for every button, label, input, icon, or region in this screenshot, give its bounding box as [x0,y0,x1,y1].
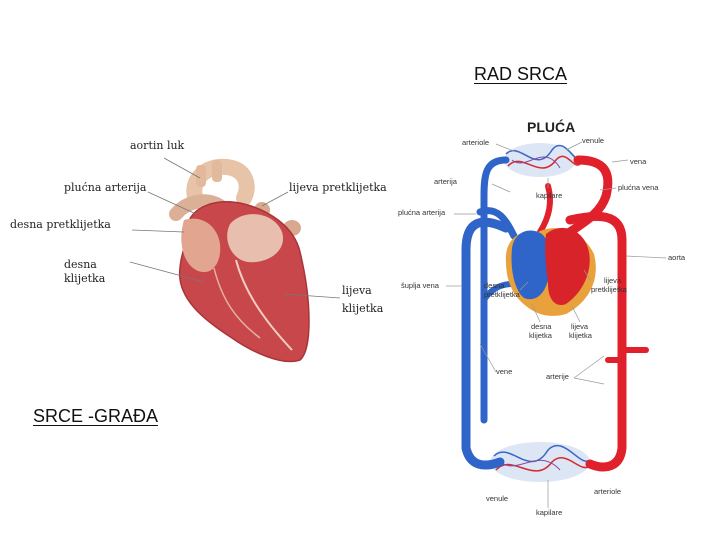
deoxygenated-vessels [461,156,518,470]
label-artery: arterija [434,177,457,186]
label-left-ventricle-line1: lijeva [342,284,372,297]
label-arteriole-top: arteriole [462,138,490,147]
label-arterioles-bottom: arteriole [594,487,622,496]
label-right-ventricle-circ-line1: desna [531,322,552,331]
label-left-ventricle-line2: klijetka [342,302,384,315]
coronary-vessel-2 [213,267,261,339]
label-aortic-arch: aortin luk [130,139,185,152]
label-left-atrium-circ-line2: pretklijetka [591,285,627,294]
label-venule-top: venule [582,136,605,145]
label-left-ventricle-circ-line2: klijetka [569,331,592,340]
label-left-ventricle-circ-line1: lijeva [571,322,589,331]
right-atrium-shape [181,218,221,273]
label-capillaries-bottom: kapilare [536,508,563,517]
circulation-title: RAD SRCA [474,64,568,84]
heart-structure-title: SRCE -GRAĐA [33,406,159,426]
label-veins: vene [496,367,513,376]
label-right-ventricle-line1: desna [64,258,97,271]
label-left-atrium: lijeva pretklijetka [289,181,387,194]
label-lungs: PLUĆA [527,119,576,135]
label-right-atrium-circ-line2: pretklijetka [484,290,520,299]
label-vein: vena [630,157,647,166]
label-aorta: aorta [668,253,686,262]
label-left-atrium-circ-line1: lijeva [604,276,622,285]
label-arteries: arterije [546,372,569,381]
label-capillaries-top: kapilare [536,191,563,200]
branch-vessel-1 [196,165,206,187]
left-atrium-shape [227,214,284,263]
body-capillary-bed [490,442,591,482]
label-pulmonary-artery-circ: plućna arterija [398,208,446,217]
label-vena-cava: šuplja vena [401,281,439,290]
label-pulmonary-vein: plućna vena [618,183,659,192]
right-heart-chamber [511,230,551,300]
branch-vessel-2 [212,160,222,182]
oxygenated-vessels [537,155,649,472]
lung-capillary-bed [504,143,581,177]
coronary-vessel [235,259,293,351]
label-right-ventricle-line2: klijetka [64,272,106,285]
aortic-arch-vessel [186,158,255,208]
label-venules-bottom: venule [486,494,509,503]
label-right-atrium-circ-line1: desna [484,281,505,290]
label-right-atrium: desna pretklijetka [10,218,111,231]
label-pulmonary-artery: plućna arterija [64,181,147,194]
left-heart-chamber [545,227,590,306]
label-right-ventricle-circ-line2: klijetka [529,331,552,340]
